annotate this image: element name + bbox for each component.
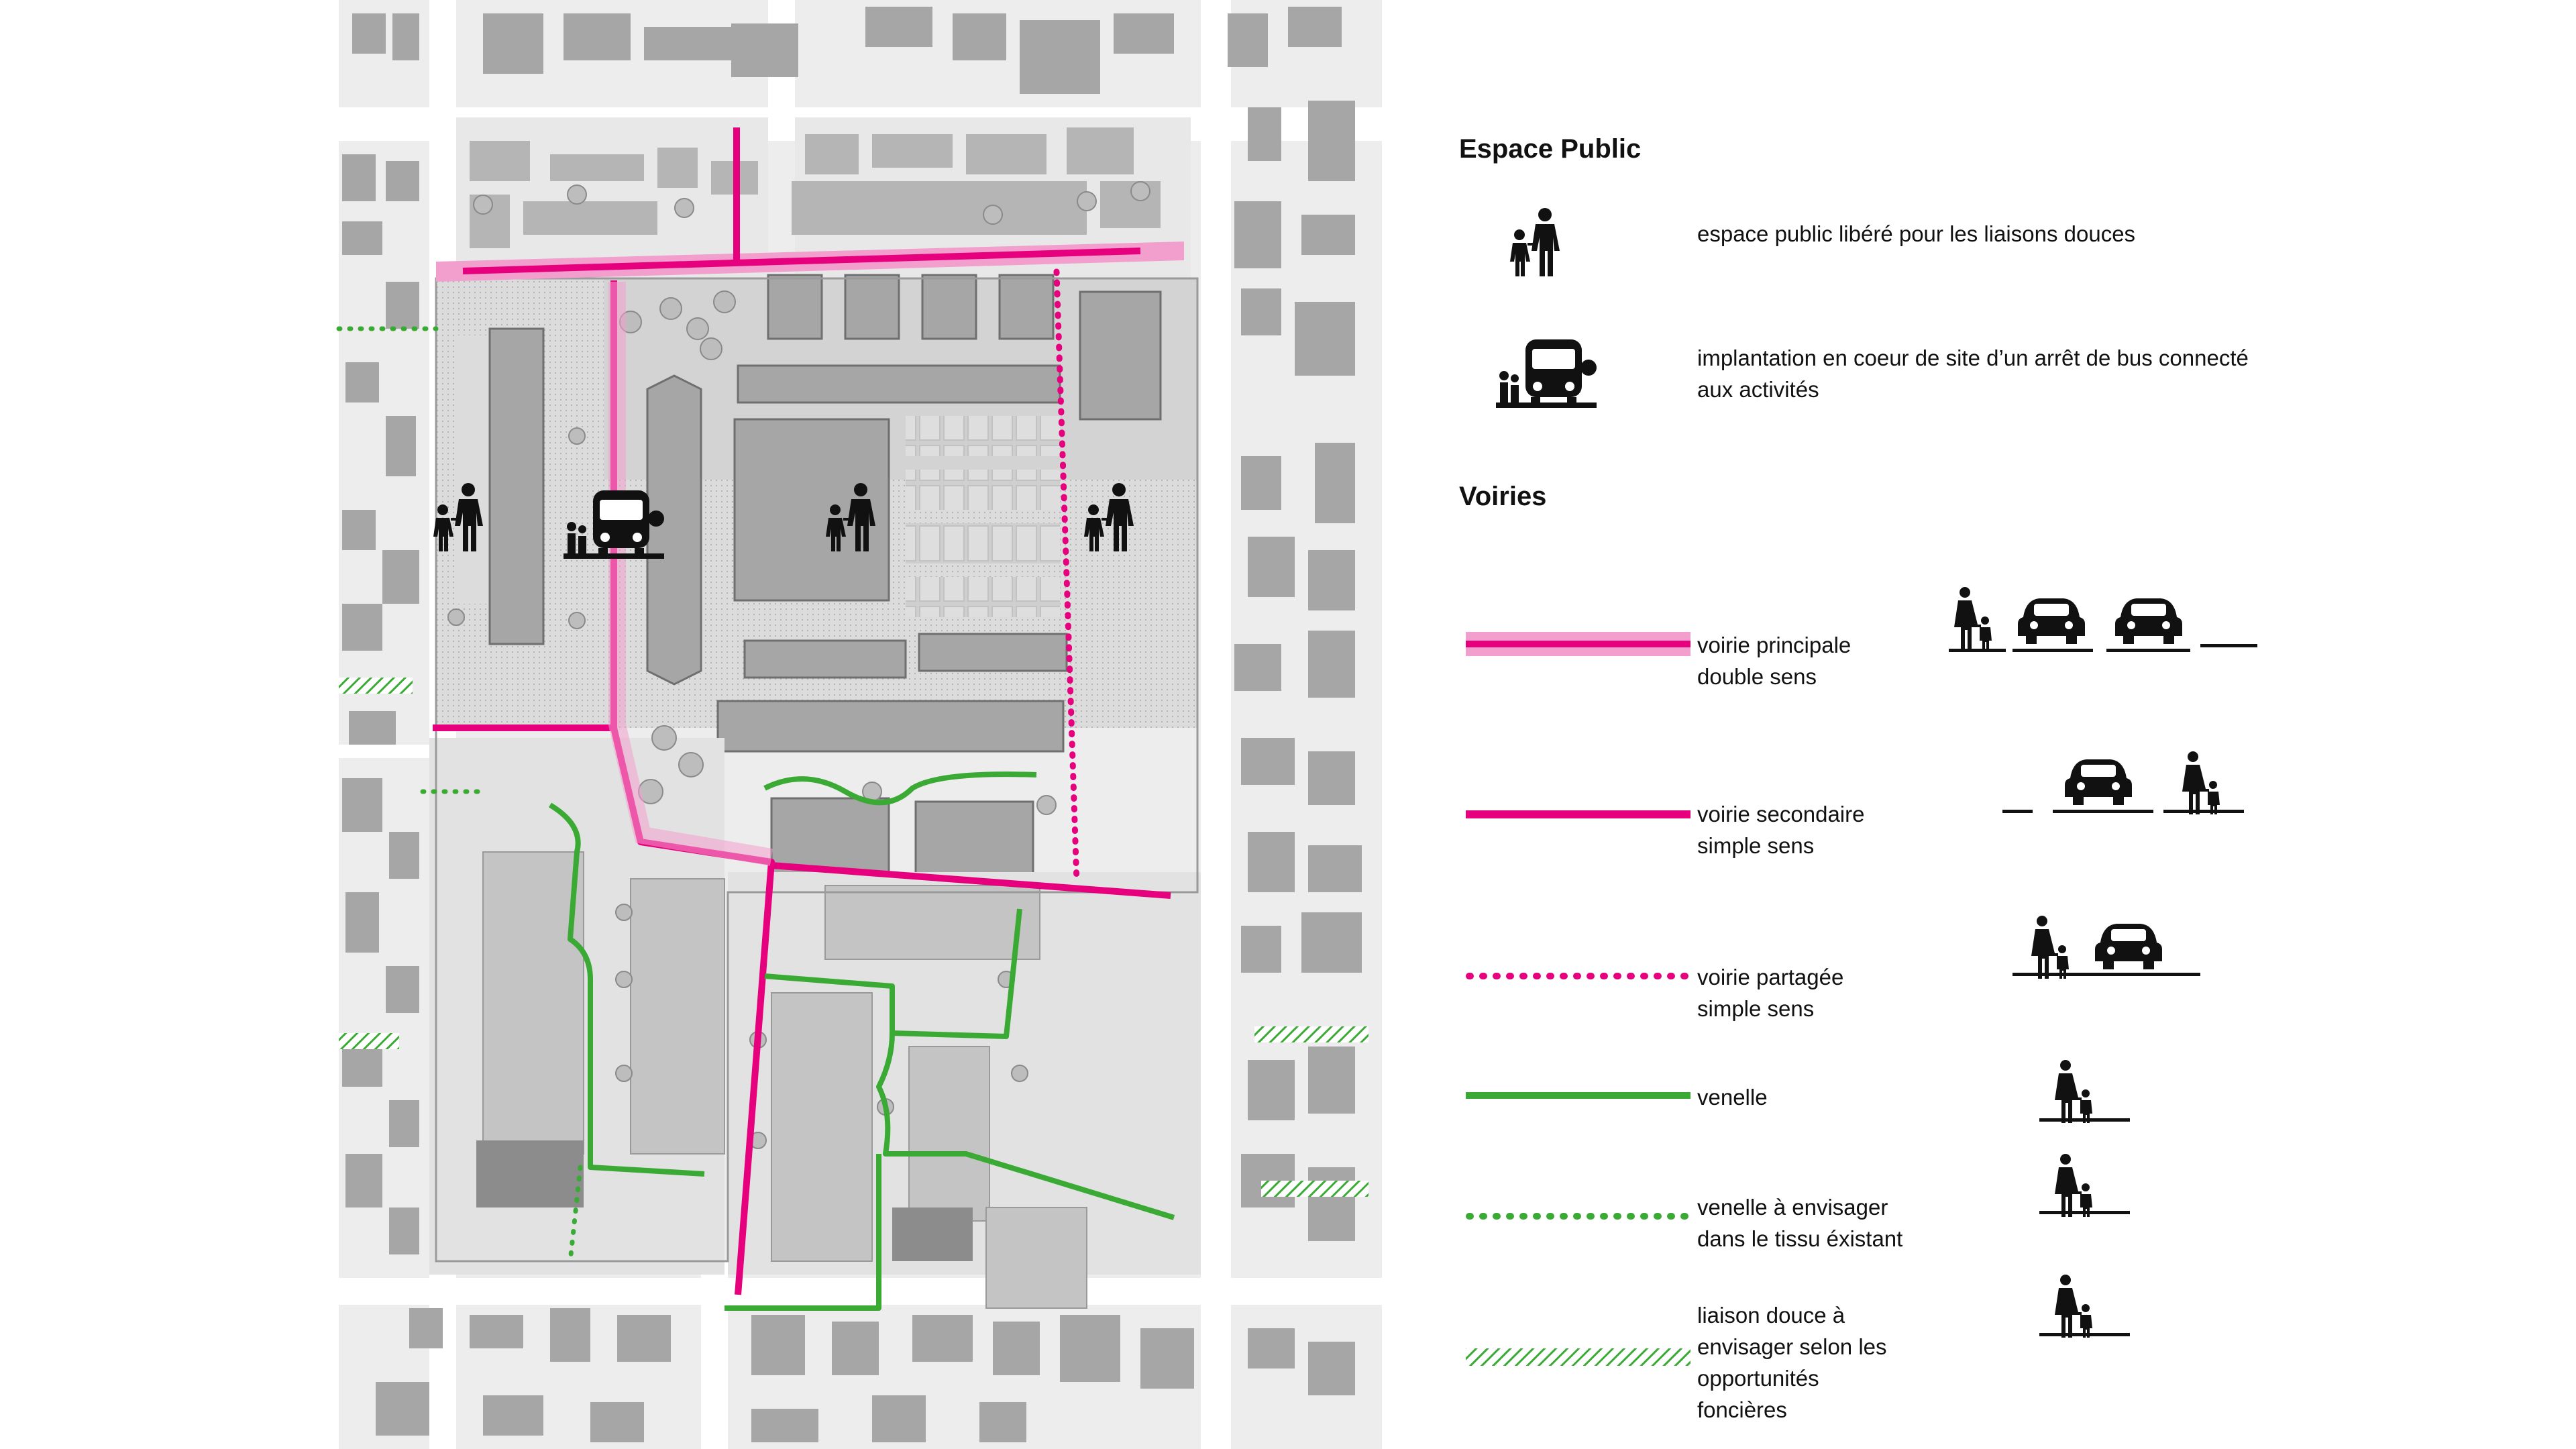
walker-icon bbox=[1954, 587, 1992, 650]
walker-icon bbox=[2055, 1154, 2092, 1217]
car-icon bbox=[2018, 598, 2085, 644]
legend-title-voiries: Voiries bbox=[1459, 482, 1547, 511]
car-icon bbox=[2115, 598, 2182, 644]
walker-icon bbox=[2182, 751, 2220, 814]
trees bbox=[447, 181, 1150, 1149]
liaison-douce-swatch bbox=[1466, 1348, 1690, 1366]
profile-liaison-douce bbox=[2039, 1275, 2130, 1338]
venelle-map bbox=[548, 771, 1175, 1311]
legend-label-arret-bus: implantation en coeur de site d’un arrêt… bbox=[1697, 345, 2249, 402]
bus-stop-icon bbox=[1496, 339, 1597, 408]
legend-label-espace-public-libere: espace public libéré pour les liaisons d… bbox=[1697, 221, 2136, 246]
car-icon bbox=[2065, 759, 2132, 805]
voirie-principale-map bbox=[436, 241, 1184, 282]
legend-label-venelle: venelle bbox=[1697, 1085, 1768, 1110]
legend-label-voirie-secondaire: voirie secondaire simple sens bbox=[1697, 802, 1865, 858]
profile-partagee bbox=[2012, 916, 2200, 979]
profile-venelle-envisager bbox=[2039, 1154, 2130, 1217]
car-icon bbox=[2095, 924, 2162, 969]
walker-icon bbox=[2055, 1060, 2092, 1123]
walker-icon bbox=[2031, 916, 2069, 979]
walker-icon bbox=[2055, 1275, 2092, 1338]
legend-label-liaison-douce: liaison douce à envisager selon les oppo… bbox=[1697, 1303, 1887, 1422]
venelle-swatch bbox=[1466, 1092, 1690, 1099]
surrounding-buildings bbox=[342, 7, 1362, 1442]
venelle-envisager-map bbox=[336, 326, 583, 1264]
legend-label-voirie-principale: voirie principale double sens bbox=[1697, 633, 1851, 689]
legend-label-voirie-partagee: voirie partagée simple sens bbox=[1697, 965, 1844, 1021]
voirie-secondaire-swatch bbox=[1466, 810, 1690, 818]
pedestrians-icon bbox=[1510, 208, 1560, 276]
dark-housing bbox=[476, 1140, 973, 1261]
liaison-douce-map bbox=[339, 678, 1368, 1197]
profile-principale bbox=[1949, 587, 2257, 652]
housing-rows bbox=[482, 851, 1087, 1309]
profile-venelle bbox=[2039, 1060, 2130, 1123]
profile-secondaire bbox=[2002, 751, 2244, 814]
legend-label-venelle-envisager: venelle à envisager dans le tissu éxista… bbox=[1697, 1195, 1903, 1251]
legend-title-espace-public: Espace Public bbox=[1459, 134, 1642, 164]
